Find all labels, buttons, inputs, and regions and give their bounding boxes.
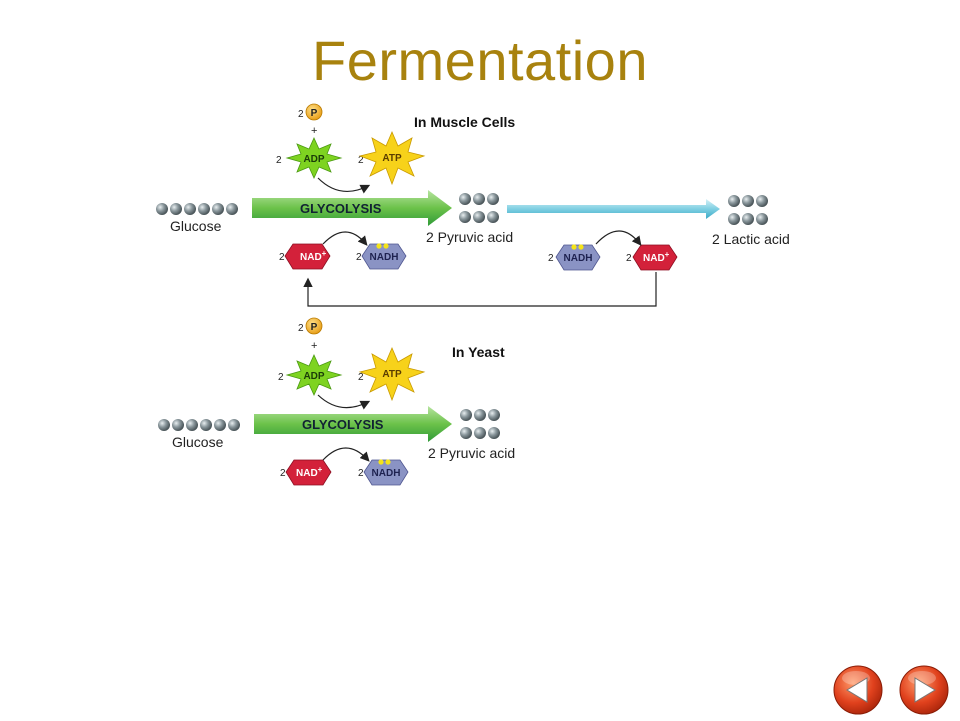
nadh2-icon [555, 244, 601, 271]
adp-coef: 2 [276, 155, 282, 166]
adp-label: ADP [303, 154, 324, 165]
nadh-to-nad-arrow [595, 230, 642, 246]
atp-coef: 2 [358, 155, 364, 166]
phosphate-icon [305, 317, 323, 335]
lactic-fermentation-arrow [507, 199, 720, 219]
electron-dot-icon [378, 459, 384, 465]
muscle-heading: In Muscle Cells [414, 114, 515, 130]
nad2-coef: 2 [626, 253, 632, 264]
plus-sign: + [311, 125, 317, 137]
next-slide-button[interactable] [898, 664, 950, 716]
arrow-right-icon [899, 665, 949, 715]
phosphate-coef: 2 [298, 109, 304, 120]
atp-label: ATP [382, 369, 402, 380]
glycolysis-arrow [254, 406, 452, 442]
nadh-icon [361, 243, 407, 270]
adp-coef: 2 [278, 372, 284, 383]
yeast-heading: In Yeast [452, 344, 505, 360]
nad-recycle-arrow [303, 272, 657, 307]
pyruvic-acid-label: 2 Pyruvic acid [428, 445, 515, 461]
nadh2-coef: 2 [548, 253, 554, 264]
nad-label: NAD+ [300, 249, 327, 263]
atp-burst-icon [358, 346, 426, 402]
glucose-label: Glucose [172, 434, 224, 450]
plus-sign: + [311, 340, 317, 352]
electron-dot-icon [571, 244, 577, 250]
atp-label: ATP [382, 153, 402, 164]
pyruvic-acid-label: 2 Pyruvic acid [426, 229, 513, 245]
arrow-left-icon [833, 665, 883, 715]
glucose-label: Glucose [170, 218, 222, 234]
atp-coef: 2 [358, 372, 364, 383]
phosphate-label: P [311, 108, 318, 119]
adp-burst-icon [285, 137, 343, 179]
previous-slide-button[interactable] [832, 664, 884, 716]
nadh-coef: 2 [356, 252, 362, 263]
adp-to-atp-arrow [317, 177, 371, 194]
glycolysis-label: GLYCOLYSIS [300, 201, 382, 216]
glycolysis-arrow [252, 190, 452, 226]
glucose-molecule-icon [156, 203, 238, 215]
phosphate-icon [305, 103, 323, 121]
electron-dot-icon [385, 459, 391, 465]
electron-dot-icon [376, 243, 382, 249]
lactic-acid-label: 2 Lactic acid [712, 231, 790, 247]
nadh-icon [363, 459, 409, 486]
yeast-section: In Yeast 2 P + 2 ADP 2 ATP Glucose GLYCO… [158, 317, 515, 486]
adp-label: ADP [303, 371, 324, 382]
pyruvic-molecule-icon [460, 409, 500, 439]
nadh-label: NADH [372, 468, 401, 479]
glucose-molecule-icon [158, 419, 240, 431]
lactic-acid-molecule-icon [728, 195, 768, 225]
electron-dot-icon [578, 244, 584, 250]
nad-coef: 2 [279, 252, 285, 263]
nad-to-nadh-arrow [322, 447, 370, 462]
nad-coef: 2 [280, 468, 286, 479]
phosphate-label: P [311, 322, 318, 333]
page-title: Fermentation [312, 29, 648, 92]
atp-burst-icon [358, 130, 426, 186]
nad-plus-icon [284, 243, 331, 270]
nad-to-nadh-arrow [322, 231, 368, 246]
nadh-coef: 2 [358, 468, 364, 479]
electron-dot-icon [383, 243, 389, 249]
adp-to-atp-arrow [317, 394, 371, 410]
nadh-label: NADH [370, 252, 399, 263]
phosphate-coef: 2 [298, 323, 304, 334]
glycolysis-label: GLYCOLYSIS [302, 417, 384, 432]
nad2-label: NAD+ [643, 250, 670, 264]
nad-label: NAD+ [296, 465, 323, 479]
muscle-cells-section: In Muscle Cells 2 P + 2 ADP 2 ATP Glucos… [156, 103, 790, 307]
nadh2-label: NADH [564, 253, 593, 264]
nad2-plus-icon [632, 244, 678, 271]
adp-burst-icon [285, 354, 343, 396]
pyruvic-molecule-icon [459, 193, 499, 223]
